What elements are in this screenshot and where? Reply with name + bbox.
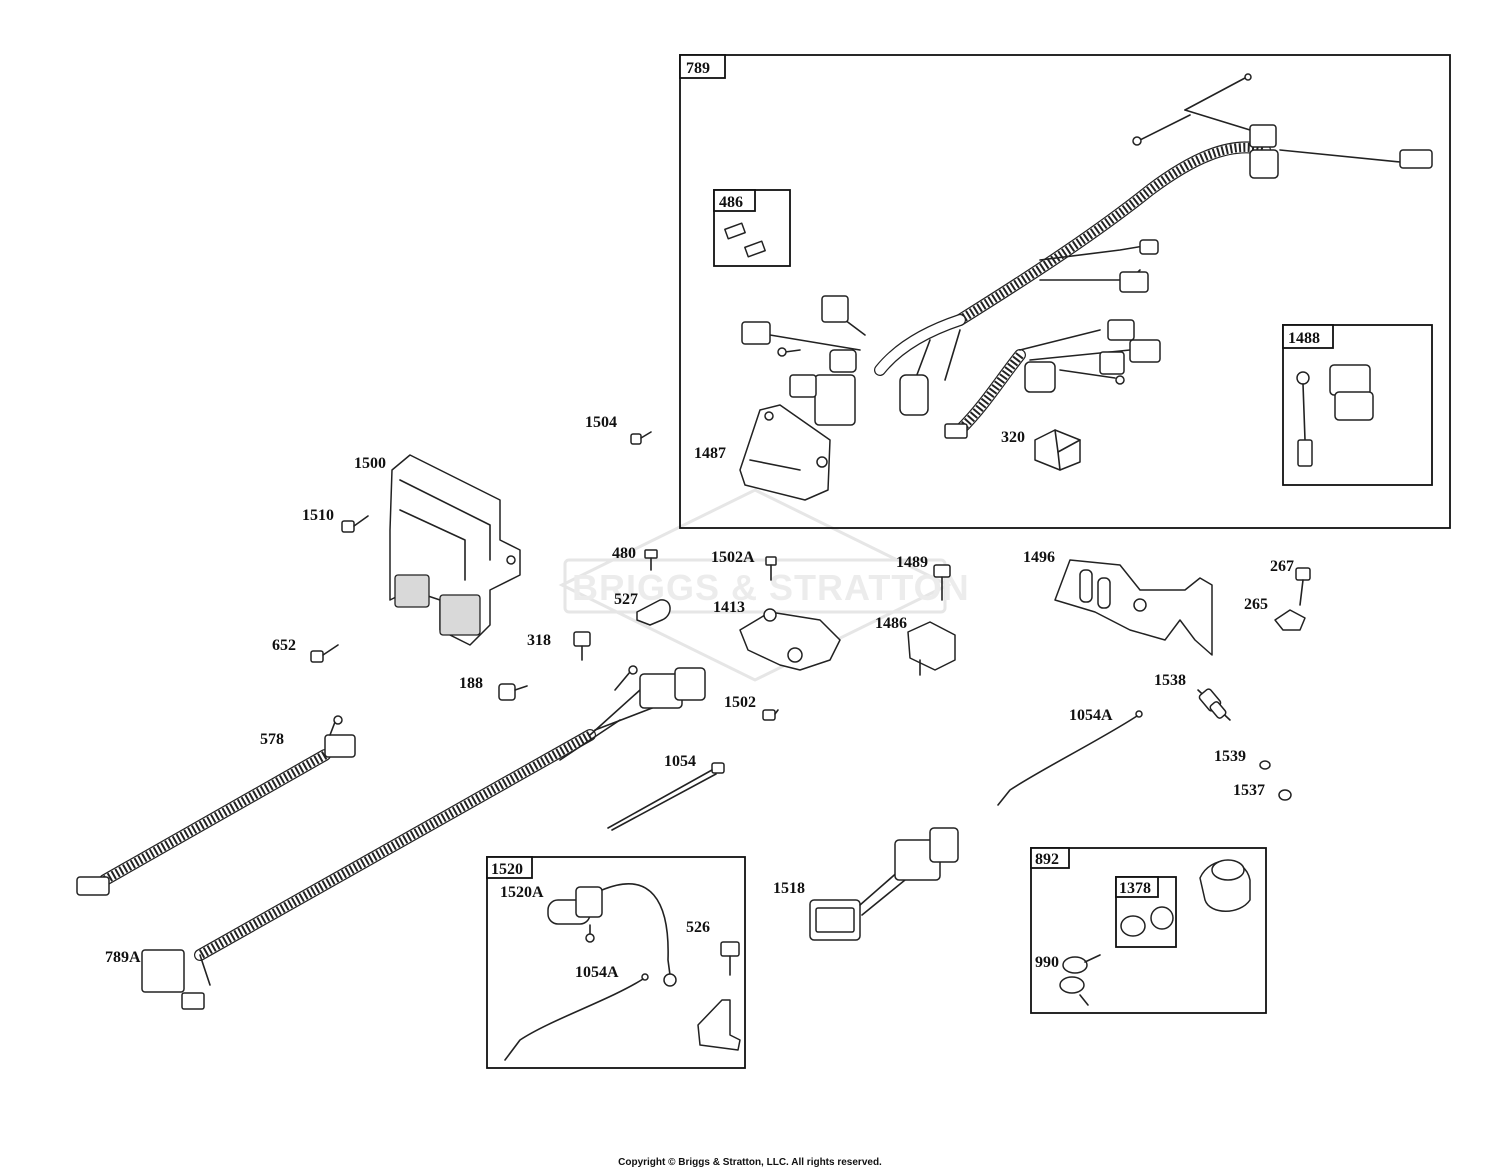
part-652-screw <box>310 644 339 663</box>
callout-1518: 1518 <box>773 880 805 897</box>
kit-1520-label: 1520 <box>491 861 523 878</box>
part-480-bolt <box>644 549 658 571</box>
kit-486-frame: 486 <box>713 189 791 267</box>
part-1537-nut <box>1278 789 1292 801</box>
part-526-bolt <box>720 941 740 976</box>
part-1500-ecu <box>389 454 521 646</box>
part-1502-bolt <box>762 709 779 721</box>
main-wire-harness <box>741 73 1433 439</box>
part-265-clip <box>1274 609 1306 631</box>
part-1489-bolt <box>933 564 951 601</box>
callout-320: 320 <box>1001 429 1025 446</box>
callout-1054A-right: 1054A <box>1069 707 1113 724</box>
callout-1500: 1500 <box>354 455 386 472</box>
connector-repair-kit-icon <box>1296 364 1374 467</box>
callout-1486: 1486 <box>875 615 907 632</box>
part-1504-screw <box>630 431 652 445</box>
kit-1488-frame: 1488 <box>1282 324 1433 486</box>
callout-1487: 1487 <box>694 445 726 462</box>
fuse-pair-icon <box>724 222 766 258</box>
callout-1054A-kit: 1054A <box>575 964 619 981</box>
callout-188: 188 <box>459 675 483 692</box>
callout-789A: 789A <box>105 949 141 966</box>
callout-labels: 1504 1500 1510 652 480 1502A 1489 527 14… <box>105 414 1294 981</box>
part-318-bolt <box>573 631 591 661</box>
kit-892-frame: 892 1378 <box>1030 847 1267 1014</box>
part-1486-sensor <box>907 621 956 676</box>
callout-1510: 1510 <box>302 507 334 524</box>
part-188-bolt <box>498 683 528 701</box>
part-1538-switch <box>1197 688 1231 721</box>
kit-1488-label: 1488 <box>1288 330 1320 347</box>
callout-1054: 1054 <box>664 753 696 770</box>
callout-265: 265 <box>1244 596 1268 613</box>
part-320-relay <box>1034 429 1081 471</box>
kit-789-frame: 789 <box>679 54 1451 529</box>
callout-1489: 1489 <box>896 554 928 571</box>
callout-1537: 1537 <box>1233 782 1265 799</box>
kit-1378-label: 1378 <box>1119 880 1151 897</box>
callout-578: 578 <box>260 731 284 748</box>
bracket-icon <box>697 999 741 1051</box>
part-1539-washer <box>1259 760 1271 770</box>
kit-892-label: 892 <box>1035 851 1059 868</box>
callout-267: 267 <box>1270 558 1294 575</box>
callout-318: 318 <box>527 632 551 649</box>
callout-1496: 1496 <box>1023 549 1055 566</box>
callout-1539: 1539 <box>1214 748 1246 765</box>
callout-1504: 1504 <box>585 414 617 431</box>
part-1054A-cable-tie-right <box>997 710 1143 806</box>
callout-1502: 1502 <box>724 694 756 711</box>
part-1413-sensor <box>739 608 841 671</box>
callout-1520A: 1520A <box>500 884 544 901</box>
part-789A-harness <box>141 665 706 1010</box>
callout-1538: 1538 <box>1154 672 1186 689</box>
part-990-keys <box>1059 954 1101 1006</box>
callout-1413: 1413 <box>713 599 745 616</box>
kit-1520-frame: 1520 <box>486 856 746 1069</box>
callout-990: 990 <box>1035 954 1059 971</box>
part-1487-bracket <box>739 404 831 501</box>
part-1054A-cable-tie-kit <box>504 973 649 1061</box>
part-578-harness <box>76 715 356 896</box>
kit-486-label: 486 <box>719 194 743 211</box>
kit-1378-frame: 1378 <box>1115 876 1177 948</box>
callout-526: 526 <box>686 919 710 936</box>
ignition-switch-icon <box>1199 859 1251 912</box>
part-1496-bracket <box>1054 559 1213 656</box>
callout-527: 527 <box>614 591 638 608</box>
part-1518-harness <box>809 827 959 941</box>
part-267-screw <box>1295 567 1311 606</box>
part-527-clip <box>636 599 671 626</box>
callout-652: 652 <box>272 637 296 654</box>
kit-789-label: 789 <box>686 60 710 77</box>
part-1510-screw <box>341 515 369 533</box>
part-1054-cable-tie <box>607 762 725 831</box>
part-1520A-sensor <box>547 883 677 987</box>
part-1502A-bolt <box>765 556 777 581</box>
copyright-notice: Copyright © Briggs & Stratton, LLC. All … <box>618 1157 882 1168</box>
callout-1502A: 1502A <box>711 549 755 566</box>
callout-480: 480 <box>612 545 636 562</box>
